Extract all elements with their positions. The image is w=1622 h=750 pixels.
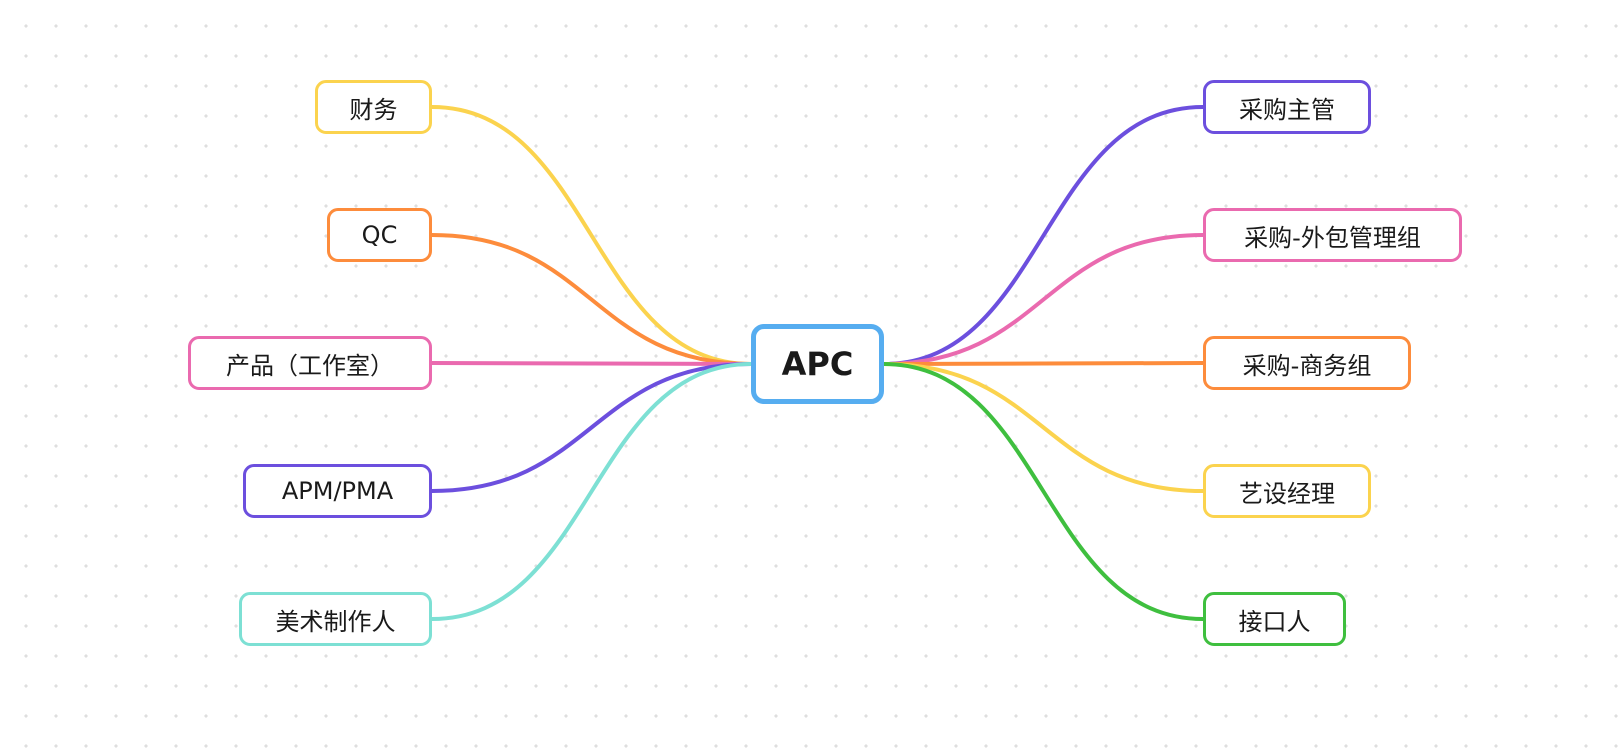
branch-node-qc[interactable]: QC	[327, 208, 432, 262]
branch-node-product-studio[interactable]: 产品（工作室）	[188, 336, 432, 390]
connector-right-2	[882, 361, 1205, 366]
connector-left-2	[430, 361, 753, 366]
connector-right-0	[882, 105, 1205, 366]
branch-node-procurement-business[interactable]: 采购-商务组	[1203, 336, 1411, 390]
connector-right-1	[882, 233, 1205, 366]
branch-node-contact-person[interactable]: 接口人	[1203, 592, 1346, 646]
connector-left-0	[430, 105, 753, 366]
connector-right-4	[882, 362, 1205, 621]
branch-node-finance[interactable]: 财务	[315, 80, 432, 134]
connector-left-3	[430, 362, 753, 493]
branch-node-art-design-manager[interactable]: 艺设经理	[1203, 464, 1371, 518]
connector-left-1	[430, 233, 753, 366]
center-node[interactable]: APC	[751, 324, 884, 404]
branch-node-procurement-outsourcing[interactable]: 采购-外包管理组	[1203, 208, 1462, 262]
branch-node-procurement-lead[interactable]: 采购主管	[1203, 80, 1371, 134]
connector-right-3	[882, 362, 1205, 493]
connector-left-4	[430, 362, 753, 621]
branch-node-art-producer[interactable]: 美术制作人	[239, 592, 432, 646]
branch-node-apm-pma[interactable]: APM/PMA	[243, 464, 432, 518]
